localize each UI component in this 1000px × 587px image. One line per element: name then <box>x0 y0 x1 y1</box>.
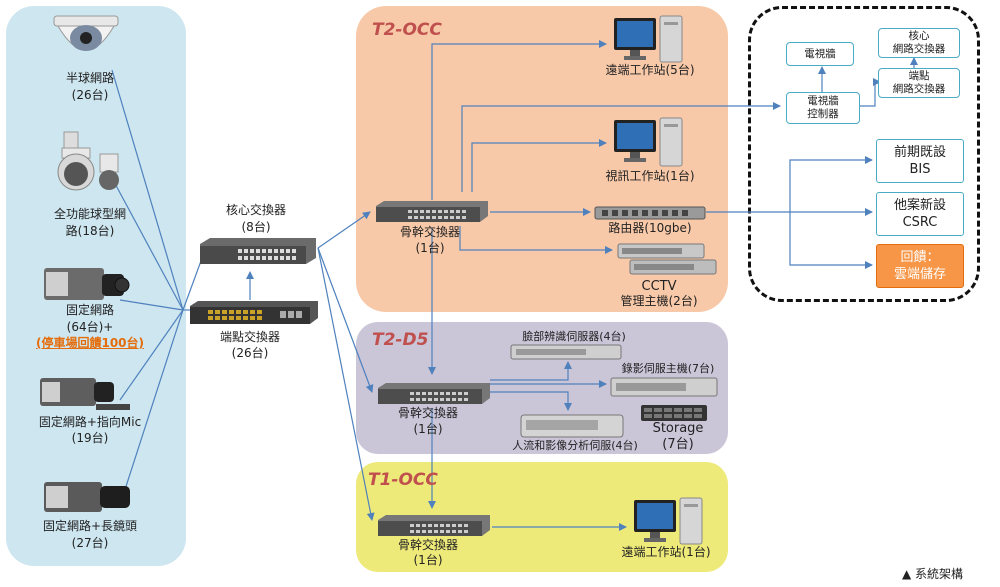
t2-occ-cctv-line2: 管理主機(2台) <box>620 294 698 308</box>
edge-switch-label: 端點交換器 <box>219 330 280 344</box>
backbone-switch-icon <box>376 382 492 406</box>
camera-extra-fixed: (停車場回饋100台) <box>35 336 145 350</box>
t2-d5-backbone-label: 骨幹交換器 <box>397 406 458 420</box>
t2-d5-recorder-label: 錄影伺服主機(7台) <box>621 362 715 375</box>
bis-line2: BIS <box>909 162 931 177</box>
t2-occ-backbone-count: (1台) <box>415 241 445 255</box>
dome-camera-icon <box>50 14 122 62</box>
ptz-camera-icon <box>44 128 126 194</box>
figure-caption: ▲ 系統架構 <box>902 567 964 581</box>
box-camera-icon <box>42 264 130 306</box>
core-net-switch-line1: 核心 <box>908 30 930 42</box>
t2-occ-cctv-line1: CCTV <box>641 279 677 294</box>
t2-d5-storage-line1: Storage <box>652 421 704 436</box>
camera-label-dome: 半球網路 <box>65 71 114 85</box>
core-net-switch-box: 核心 網路交換器 <box>878 28 960 58</box>
t2-occ-video-ws-label: 視訊工作站(1台) <box>605 169 695 183</box>
csrc-line2: CSRC <box>902 215 938 230</box>
workstation-icon <box>612 14 688 66</box>
bis-line1: 前期既設 <box>893 145 946 160</box>
zone-title-t2-d5: T2-D5 <box>372 330 429 350</box>
t1-occ-backbone-label: 骨幹交換器 <box>397 538 458 552</box>
t1-occ-backbone-count: (1台) <box>413 553 443 567</box>
bis-box: 前期既設 BIS <box>876 139 964 183</box>
camera-count-fixed-mic: (19台) <box>71 431 109 445</box>
t2-occ-remote-ws-label: 遠端工作站(5台) <box>605 63 695 77</box>
csrc-box: 他案新設 CSRC <box>876 192 964 236</box>
camera-count-dome: (26台) <box>71 88 109 102</box>
cloud-storage-line1: 回饋： <box>900 250 940 265</box>
cloud-storage-line2: 雲端儲存 <box>893 267 946 282</box>
camera-count-fixed: (64台)+ <box>66 320 114 334</box>
router-icon <box>594 205 706 220</box>
t2-d5-analytics-label: 人流和影像分析伺服(4台) <box>512 439 638 452</box>
edge-net-switch-line1: 端點 <box>908 70 930 82</box>
camera-label-fixed: 固定網路 <box>65 303 114 317</box>
server-icon <box>510 344 622 360</box>
box-camera-mic-icon <box>36 374 136 414</box>
csrc-line1: 他案新設 <box>893 198 946 213</box>
server-icon <box>520 414 624 438</box>
t2-d5-storage-line2: (7台) <box>662 437 694 452</box>
backbone-switch-icon <box>376 514 492 538</box>
camera-label-fixed-mic: 固定網路+指向Mic <box>38 415 142 429</box>
edge-switch-count: (26台) <box>231 346 269 360</box>
workstation-icon <box>612 116 688 170</box>
tv-wall-controller-line2: 控制器 <box>807 108 839 120</box>
camera-label-long-lens: 固定網路+長鏡頭 <box>42 519 138 533</box>
core-switch-label: 核心交換器 <box>225 203 286 217</box>
edge-net-switch-box: 端點 網路交換器 <box>878 68 960 98</box>
t2-d5-face-server-label: 臉部辨識伺服器(4台) <box>522 330 626 343</box>
zone-title-t2-occ: T2-OCC <box>372 20 442 40</box>
camera-label-ptz: 全功能球型網 <box>53 207 126 221</box>
edge-switch-icon <box>188 300 320 326</box>
workstation-icon <box>632 496 708 548</box>
tv-wall-controller-line1: 電視牆 <box>807 95 839 107</box>
long-lens-camera-icon <box>40 478 136 518</box>
tv-wall-label: 電視牆 <box>804 47 836 60</box>
camera-count-long-lens: (27台) <box>71 536 109 550</box>
backbone-switch-icon <box>374 200 490 224</box>
t1-occ-remote-ws-label: 遠端工作站(1台) <box>621 545 711 559</box>
external-systems-panel <box>748 6 980 302</box>
t2-occ-router-label: 路由器(10gbe) <box>608 221 692 235</box>
tv-wall-box: 電視牆 <box>786 42 854 66</box>
core-net-switch-line2: 網路交換器 <box>892 43 946 55</box>
t2-occ-backbone-label: 骨幹交換器 <box>399 225 460 239</box>
cloud-storage-box: 回饋： 雲端儲存 <box>876 244 964 288</box>
zone-title-t1-occ: T1-OCC <box>368 470 438 490</box>
t2-d5-backbone-count: (1台) <box>413 422 443 436</box>
server-icon <box>610 377 718 397</box>
core-switch-count: (8台) <box>241 220 271 234</box>
edge-net-switch-line2: 網路交換器 <box>892 83 946 95</box>
core-switch-icon <box>198 236 318 266</box>
tv-wall-controller-box: 電視牆 控制器 <box>786 92 860 124</box>
camera-count-ptz: 路(18台) <box>65 224 115 238</box>
storage-icon <box>640 404 708 422</box>
server-icon <box>616 242 720 278</box>
